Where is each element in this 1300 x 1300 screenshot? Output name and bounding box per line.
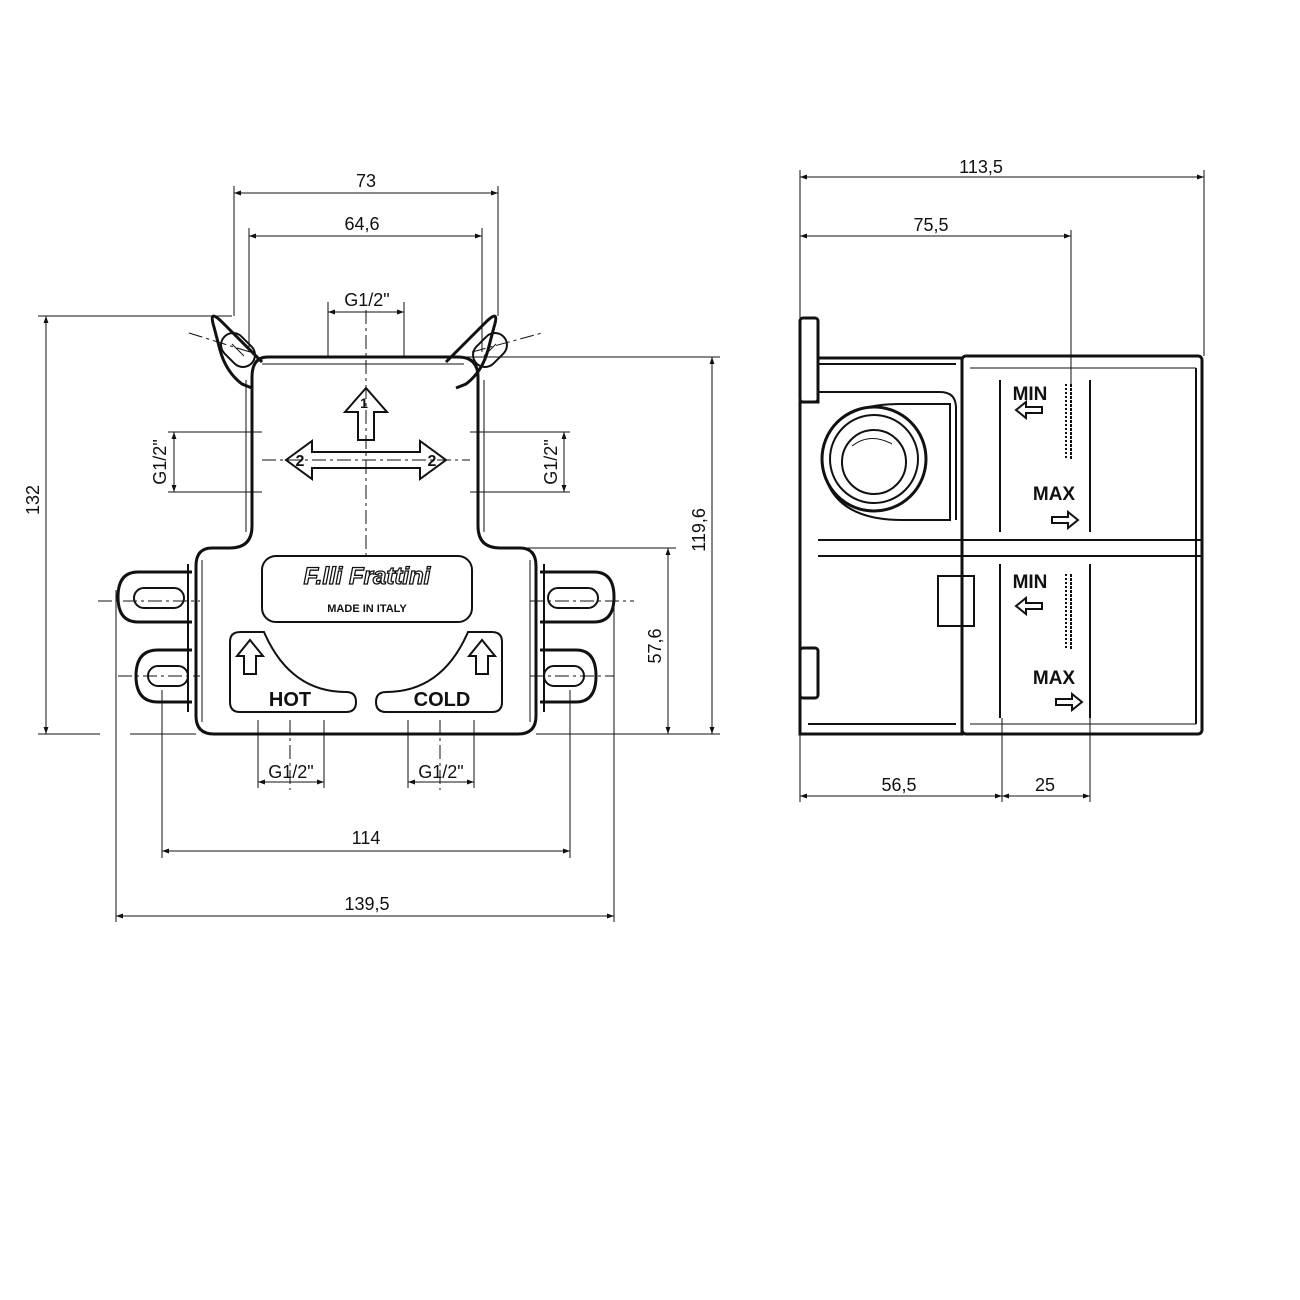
brand-plate xyxy=(261,555,473,623)
dim-top-port: G1/2" xyxy=(344,290,389,310)
dim-bottom-port-cold: G1/2" xyxy=(418,762,463,782)
dim-57-6: 57,6 xyxy=(645,628,665,663)
dim-73: 73 xyxy=(356,171,376,191)
side-left-body xyxy=(798,356,964,736)
side-dimension-lines xyxy=(800,174,1204,799)
dim-bottom-port-hot: G1/2" xyxy=(268,762,313,782)
front-body-outline xyxy=(194,355,538,736)
fine-text-strip-bottom xyxy=(1065,574,1072,650)
left-mounting-ears xyxy=(116,564,192,712)
hot-plate xyxy=(229,631,358,713)
horizontal-double-arrow xyxy=(284,439,448,481)
arrow-right-number: 2 xyxy=(428,453,437,470)
top-left-mounting-ear xyxy=(210,314,264,390)
front-view: 1 2 2 F.lli Frattini MADE IN ITALY HOT C… xyxy=(23,171,720,922)
dim-56-5: 56,5 xyxy=(881,775,916,795)
dim-119-6: 119,6 xyxy=(689,508,709,552)
fine-text-strip-top xyxy=(1065,384,1072,460)
cold-plate xyxy=(374,631,503,713)
dim-139-5: 139,5 xyxy=(344,894,389,914)
side-flange xyxy=(798,316,820,404)
dim-113-5: 113,5 xyxy=(959,157,1003,177)
hot-label: HOT xyxy=(269,689,311,711)
min-label-top: MIN xyxy=(1013,384,1048,405)
made-in-italy: MADE IN ITALY xyxy=(327,603,407,615)
dim-64-6: 64,6 xyxy=(344,214,379,234)
front-dimension-lines xyxy=(43,190,715,919)
dim-132: 132 xyxy=(23,485,43,515)
up-arrow xyxy=(342,386,390,441)
side-port-outer xyxy=(820,405,928,513)
dim-114: 114 xyxy=(352,828,381,848)
arrow-left-number: 2 xyxy=(296,453,305,470)
cold-label: COLD xyxy=(414,689,471,711)
side-cover-box xyxy=(960,354,1204,736)
max-label-top: MAX xyxy=(1033,484,1076,505)
dim-right-port: G1/2" xyxy=(541,439,561,484)
right-mounting-ears xyxy=(540,564,616,712)
side-port-inner xyxy=(841,429,907,495)
dim-25: 25 xyxy=(1035,775,1055,795)
side-view: MIN MAX MIN MAX xyxy=(798,157,1205,802)
side-latch xyxy=(937,575,975,627)
arrow-up-number: 1 xyxy=(360,395,368,411)
side-extension-lines xyxy=(799,170,1205,802)
max-label-bottom: MAX xyxy=(1033,668,1076,689)
dim-75-5: 75,5 xyxy=(913,215,948,235)
brand-name: F.lli Frattini xyxy=(304,563,432,590)
dim-left-port: G1/2" xyxy=(150,439,170,484)
front-extension-lines xyxy=(38,186,720,922)
min-label-bottom: MIN xyxy=(1013,572,1048,593)
